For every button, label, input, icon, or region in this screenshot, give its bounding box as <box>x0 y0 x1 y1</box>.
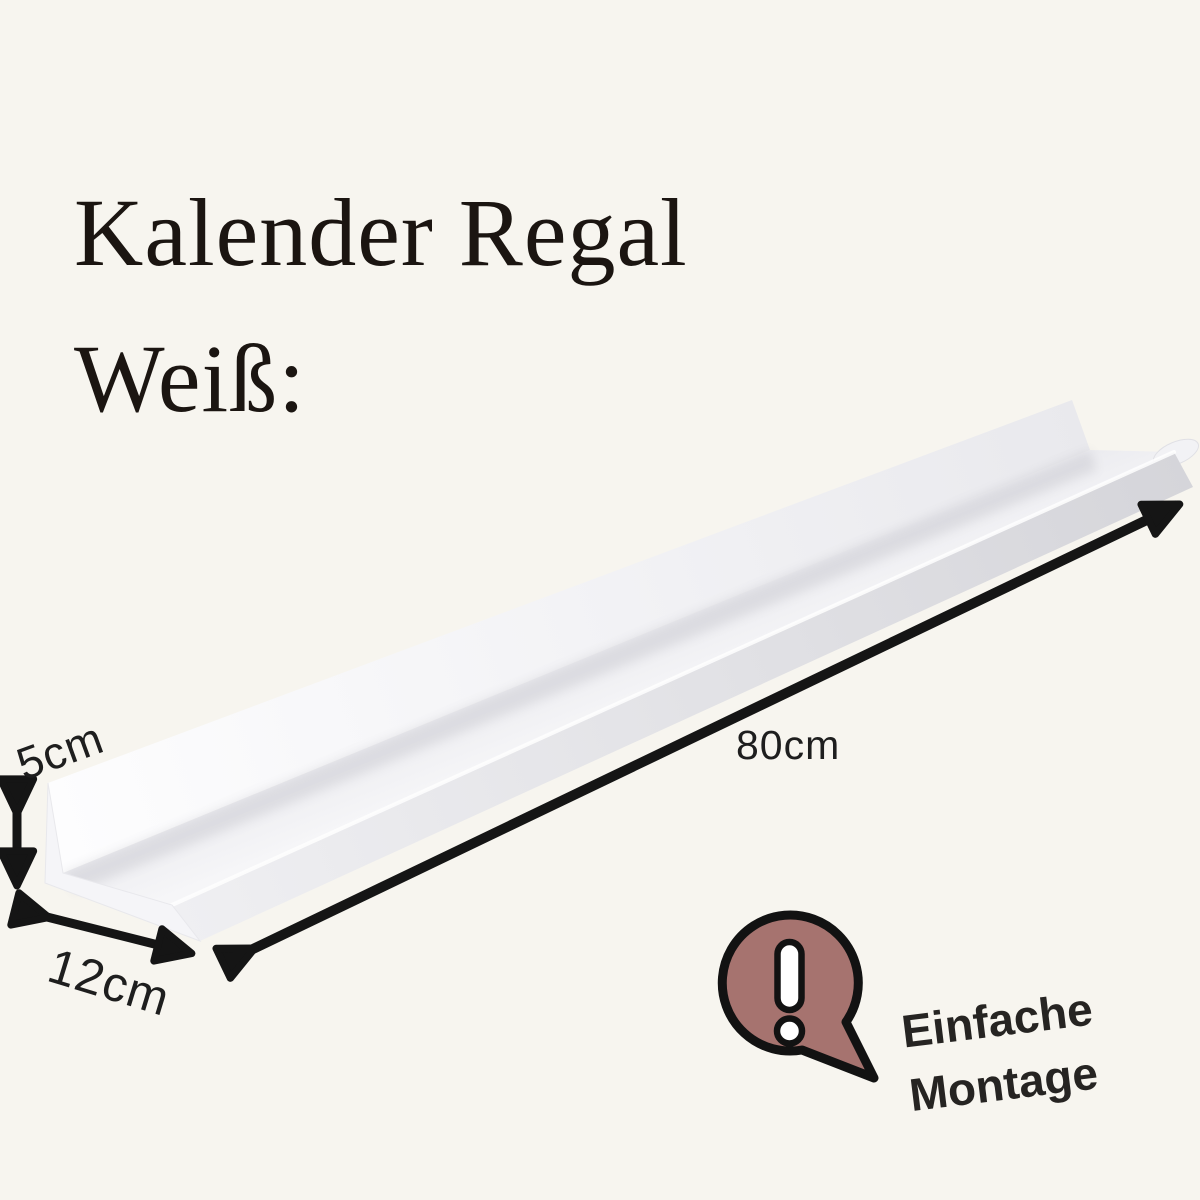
callout-text: Einfache Montage <box>898 977 1104 1127</box>
shelf-front-edge-highlight <box>170 450 1176 907</box>
shelf-lip-shadow <box>63 450 1097 893</box>
length-dimension-label: 80cm <box>736 722 841 768</box>
exclamation-bar <box>774 938 805 1014</box>
title-line-1: Kalender Regal <box>74 179 688 287</box>
title-line-2: Weiß: <box>74 325 306 433</box>
shelf-top-surface <box>63 450 1174 905</box>
page-title: Kalender Regal Weiß: <box>74 160 688 452</box>
length-dimension-arrow <box>212 500 1184 982</box>
exclamation-dot <box>773 1015 806 1047</box>
depth-dimension-arrow <box>7 889 196 965</box>
exclamation-speech-bubble-icon <box>717 910 879 1083</box>
